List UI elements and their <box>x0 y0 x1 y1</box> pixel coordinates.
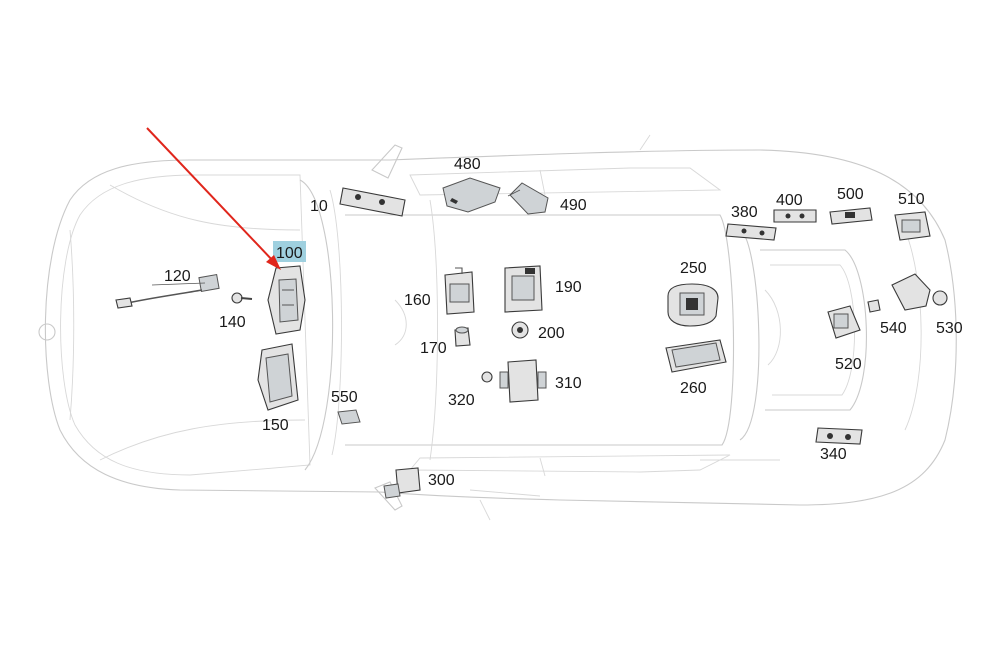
part-520-graphic[interactable] <box>827 305 861 339</box>
part-100-graphic[interactable] <box>267 265 306 335</box>
label-160[interactable]: 160 <box>404 292 431 309</box>
label-100[interactable]: 100 <box>276 245 303 262</box>
part-190-graphic[interactable] <box>504 265 543 313</box>
label-320[interactable]: 320 <box>448 392 475 409</box>
part-310-graphic[interactable] <box>499 359 547 403</box>
part-200-graphic[interactable] <box>511 321 529 339</box>
label-400[interactable]: 400 <box>776 192 803 209</box>
part-150-graphic[interactable] <box>257 343 299 411</box>
part-480-graphic[interactable] <box>442 177 501 213</box>
label-170[interactable]: 170 <box>420 340 447 357</box>
part-540-graphic[interactable] <box>867 299 881 313</box>
part-550-graphic[interactable] <box>337 409 361 425</box>
part-500-graphic[interactable] <box>829 207 873 225</box>
part-10-graphic[interactable] <box>339 187 406 217</box>
part-140-graphic[interactable] <box>231 292 253 304</box>
label-510[interactable]: 510 <box>898 191 925 208</box>
part-340-graphic[interactable] <box>815 427 863 445</box>
part-120-graphic[interactable] <box>115 273 220 309</box>
label-490[interactable]: 490 <box>560 197 587 214</box>
part-160-graphic[interactable] <box>444 267 475 315</box>
label-250[interactable]: 250 <box>680 260 707 277</box>
selected-part-highlight <box>273 241 306 262</box>
label-550[interactable]: 550 <box>331 389 358 406</box>
label-520[interactable]: 520 <box>835 356 862 373</box>
label-310[interactable]: 310 <box>555 375 582 392</box>
part-490-graphic[interactable] <box>509 182 549 215</box>
callout-labels: 10 100 120 140 150 160 170 190 200 250 2… <box>164 156 963 489</box>
label-540[interactable]: 540 <box>880 320 907 337</box>
part-170-graphic[interactable] <box>454 326 471 347</box>
part-250-graphic[interactable] <box>667 283 719 327</box>
label-10[interactable]: 10 <box>310 198 328 215</box>
label-150[interactable]: 150 <box>262 417 289 434</box>
label-200[interactable]: 200 <box>538 325 565 342</box>
red-arrow-indicator <box>146 127 281 270</box>
part-320-graphic[interactable] <box>481 371 493 383</box>
label-260[interactable]: 260 <box>680 380 707 397</box>
leader-lines <box>151 189 521 286</box>
part-260-graphic[interactable] <box>665 339 727 373</box>
part-380-graphic[interactable] <box>725 223 777 241</box>
label-190[interactable]: 190 <box>555 279 582 296</box>
label-120[interactable]: 120 <box>164 268 191 285</box>
label-480[interactable]: 480 <box>454 156 481 173</box>
label-340[interactable]: 340 <box>820 446 847 463</box>
part-510-graphic[interactable] <box>894 211 931 241</box>
part-400-graphic[interactable] <box>773 209 817 223</box>
label-530[interactable]: 530 <box>936 320 963 337</box>
label-500[interactable]: 500 <box>837 186 864 203</box>
label-300[interactable]: 300 <box>428 472 455 489</box>
label-380[interactable]: 380 <box>731 204 758 221</box>
label-140[interactable]: 140 <box>219 314 246 331</box>
part-530-graphic[interactable] <box>891 273 948 311</box>
part-300-graphic[interactable] <box>383 467 421 499</box>
